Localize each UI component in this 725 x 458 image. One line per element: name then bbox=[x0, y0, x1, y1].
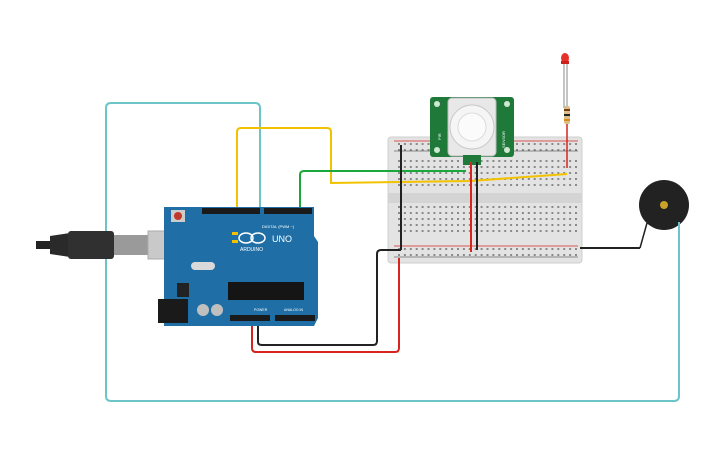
usb-plug[interactable] bbox=[36, 230, 173, 260]
analog-header-label: ANALOG IN bbox=[284, 308, 304, 312]
resistor[interactable] bbox=[564, 80, 570, 168]
piezo-buzzer[interactable] bbox=[639, 180, 689, 249]
breadboard[interactable] bbox=[387, 136, 583, 264]
wire-black-power[interactable] bbox=[257, 249, 401, 346]
digital-header-label: DIGITAL (PWM ~) bbox=[262, 224, 295, 229]
wire-yellow[interactable] bbox=[236, 127, 568, 212]
arduino-uno[interactable]: UNO ARDUINO DIGITAL (PWM ~) POWER ANALOG… bbox=[158, 207, 318, 326]
red-led[interactable] bbox=[561, 53, 569, 108]
breadboard-holes bbox=[398, 143, 577, 256]
wire-black-bb[interactable] bbox=[400, 145, 640, 250]
pir-label-right: SENSOR bbox=[501, 131, 506, 148]
pir-sensor[interactable]: PIR SENSOR bbox=[430, 97, 514, 165]
power-header-label: POWER bbox=[254, 308, 268, 312]
wire-red-power[interactable] bbox=[251, 258, 400, 353]
arduino-brand-label: ARDUINO bbox=[240, 247, 263, 253]
pir-label-left: PIR bbox=[437, 133, 442, 140]
arduino-uno-label: UNO bbox=[272, 234, 292, 244]
wire-green[interactable] bbox=[299, 170, 466, 212]
